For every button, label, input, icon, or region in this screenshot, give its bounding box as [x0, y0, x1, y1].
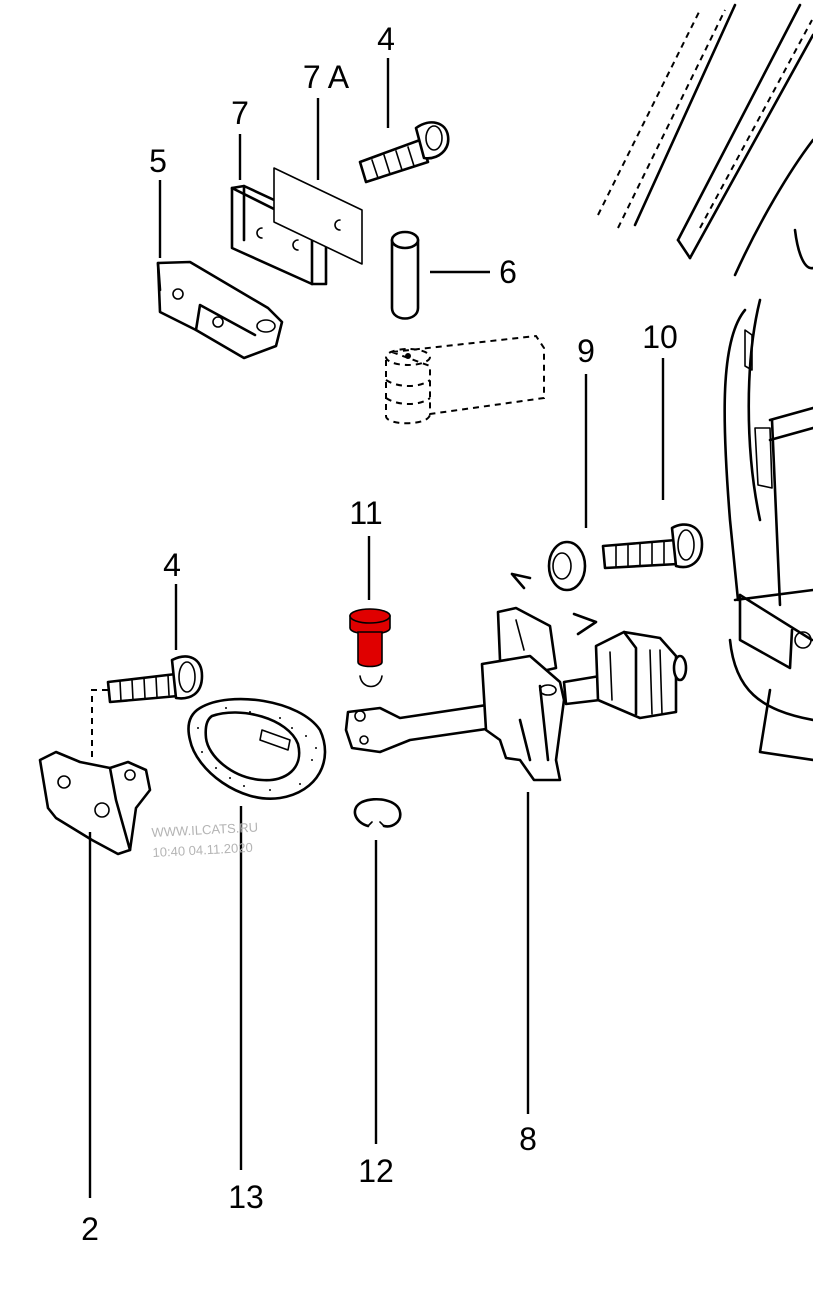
car-body-outline: [597, 3, 813, 762]
part-11-highlighted-pin: [349, 608, 391, 688]
label-part-5: 5: [149, 143, 167, 179]
label-part-10: 10: [642, 319, 678, 355]
label-part-2: 2: [81, 1211, 99, 1247]
label-part-11: 11: [349, 495, 382, 531]
label-part-8: 8: [519, 1121, 537, 1157]
part-4-bolt-lower: [91, 655, 204, 760]
label-part-7: 7: [231, 95, 249, 131]
watermark-site: WWW.ILCATS.RU: [151, 819, 258, 840]
label-part-9: 9: [577, 333, 595, 369]
hinge-block-outline: [385, 334, 545, 425]
label-part-4-lower: 4: [163, 547, 181, 583]
label-part-4-top: 4: [377, 21, 395, 57]
part-6-hinge-pin: [390, 230, 420, 320]
label-part-13: 13: [228, 1179, 264, 1215]
part-2-bracket: [38, 750, 152, 856]
watermark: WWW.ILCATS.RU 10:40 04.11.2020: [151, 819, 258, 860]
label-part-7a: 7 A: [303, 59, 350, 95]
part-7a-thin-shim: [273, 167, 363, 265]
leader-lines: [88, 58, 665, 1198]
part-4-bolt-top: [358, 121, 450, 184]
part-13-gasket: [187, 697, 327, 800]
watermark-timestamp: 10:40 04.11.2020: [152, 840, 253, 860]
part-9-washer: [547, 540, 587, 592]
part-number-labels: 4 7 A 7 5 6 9 10 11 4 8 12 13 2: [81, 21, 678, 1247]
part-8-door-check: [344, 572, 688, 782]
part-12-circlip: [353, 798, 402, 828]
label-part-6: 6: [499, 254, 517, 290]
label-part-12: 12: [358, 1153, 394, 1189]
part-5-hinge-half: [156, 260, 284, 360]
part-10-bolt: [601, 523, 704, 570]
